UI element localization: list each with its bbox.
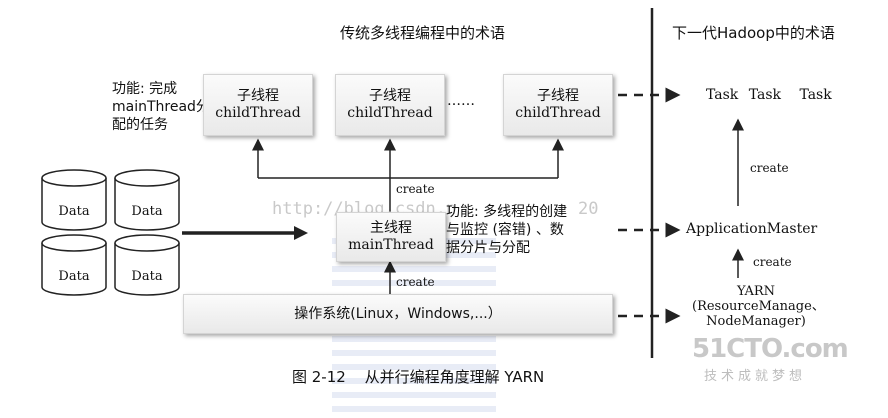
os-box-label: 操作系统(Linux，Windows,...）: [294, 305, 502, 322]
child-thread-subtitle: childThread: [515, 105, 601, 121]
main-thread-box: 主线程 mainThread: [336, 212, 446, 262]
data-label-4: Data: [131, 269, 163, 284]
figure-caption: 图 2-12 从并行编程角度理解 YARN: [292, 368, 544, 386]
data-label-2: Data: [131, 204, 163, 219]
data-label-3-wrap: Data: [42, 243, 106, 305]
site-logo: 51CTO.com: [692, 334, 849, 364]
child-thread-box-1: 子线程 childThread: [203, 74, 313, 136]
child-function-note: 功能: 完成 mainThread分 配的任务: [112, 80, 210, 134]
data-label-1-wrap: Data: [42, 178, 106, 240]
figure-number: 图 2-12: [292, 368, 346, 386]
task-label-1: Task: [706, 87, 739, 103]
task-label-2: Task: [748, 87, 781, 103]
child-thread-title: 子线程: [537, 88, 579, 104]
child-thread-title: 子线程: [369, 88, 411, 104]
data-to-main-arrowhead: [294, 226, 308, 240]
data-label-2-wrap: Data: [115, 178, 179, 240]
child-note-line-2: mainThread分: [112, 99, 210, 115]
data-cylinder-4: [114, 234, 180, 296]
yarn-line-2: (ResourceManage、: [692, 299, 825, 314]
child-thread-box-3: 子线程 childThread: [503, 74, 613, 136]
main-note-line-3: 据分片与分配: [446, 240, 530, 256]
child-thread-box-2: 子线程 childThread: [335, 74, 445, 136]
site-slogan: 技术成就梦想: [704, 369, 807, 384]
task-label-3: Task: [799, 87, 832, 103]
right-column-header: 下一代Hadoop中的术语: [672, 24, 835, 42]
child-thread-subtitle: childThread: [347, 105, 433, 121]
yarn-label: YARN (ResourceManage、 NodeManager): [692, 284, 825, 329]
yarn-line-1: YARN: [736, 284, 776, 299]
data-label-1: Data: [58, 204, 90, 219]
task-row: Task Task Task: [706, 86, 832, 104]
create-label-upper: create: [396, 182, 435, 196]
data-cylinder-1: [41, 169, 107, 231]
child-note-line-3: 配的任务: [112, 117, 168, 133]
left-column-header: 传统多线程编程中的术语: [340, 24, 506, 42]
data-cylinder-2: [114, 169, 180, 231]
main-function-note: 功能: 多线程的创建 与监控 (容错) 、数 据分片与分配: [446, 203, 567, 257]
create-label-right-upper: create: [750, 161, 789, 175]
os-box: 操作系统(Linux，Windows,...）: [183, 294, 613, 334]
ellipsis-text: ……: [447, 93, 475, 109]
yarn-line-3: NodeManager): [706, 314, 806, 329]
child-thread-subtitle: childThread: [215, 105, 301, 121]
figure-title: 从并行编程角度理解 YARN: [364, 368, 545, 386]
child-note-line-1: 功能: 完成: [112, 81, 178, 97]
data-label-4-wrap: Data: [115, 243, 179, 305]
data-label-3: Data: [58, 269, 90, 284]
main-thread-subtitle: mainThread: [348, 237, 434, 253]
create-label-right-lower: create: [753, 255, 792, 269]
main-note-line-1: 功能: 多线程的创建: [446, 204, 568, 220]
child-thread-title: 子线程: [237, 88, 279, 104]
create-label-lower: create: [396, 275, 435, 289]
application-master-label: ApplicationMaster: [686, 221, 818, 237]
main-note-line-2: 与监控 (容错) 、数: [446, 222, 564, 238]
watermark-digits: 20: [578, 199, 599, 219]
main-thread-title: 主线程: [370, 220, 412, 236]
data-cylinder-3: [41, 234, 107, 296]
